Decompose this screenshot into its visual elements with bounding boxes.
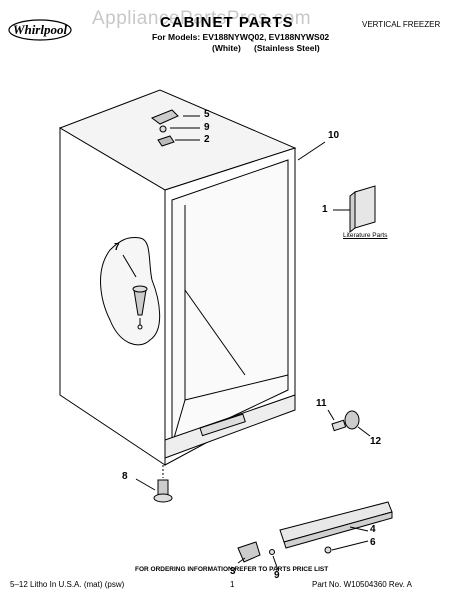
part-spacer: [331, 419, 347, 432]
color-white: (White): [212, 43, 241, 53]
callout-10: 10: [328, 130, 340, 141]
callout-3: 3: [230, 566, 236, 577]
grille-bracket: [237, 541, 261, 563]
callout-4: 4: [370, 524, 376, 535]
callout-9: 9: [204, 122, 210, 133]
hinge-pin: [157, 135, 175, 147]
hinge-screw: [159, 125, 167, 133]
order-note: FOR ORDERING INFORMATION REFER TO PARTS …: [135, 566, 329, 573]
literature-booklet: [354, 185, 376, 229]
whirlpool-logo: Whirlpool: [8, 18, 72, 47]
callout-9-bottom: 9: [274, 570, 280, 581]
callout-8: 8: [122, 471, 128, 482]
svg-text:Whirlpool: Whirlpool: [13, 22, 68, 37]
models-line: For Models: EV188NYWQ02, EV188NYWS02: [152, 32, 330, 42]
cabinet-opening: [171, 159, 289, 446]
callout-7: 7: [114, 242, 120, 253]
callout-5: 5: [204, 109, 210, 120]
footer-part-number: Part No. W10504360 Rev. A: [312, 580, 412, 589]
callout-6: 6: [370, 537, 376, 548]
product-type: VERTICAL FREEZER: [362, 20, 441, 29]
footer-page-number: 1: [230, 580, 235, 589]
watermark: AppliancePartsPros.com: [92, 8, 312, 29]
page-title: CABINET PARTS: [160, 14, 294, 31]
literature-label: Literature Parts: [343, 232, 388, 239]
callout-11: 11: [316, 398, 327, 409]
color-stainless: (Stainless Steel): [254, 43, 320, 53]
callout-1: 1: [322, 204, 328, 215]
callout-2: 2: [204, 134, 210, 145]
callout-12: 12: [370, 436, 382, 447]
footer-litho: 5–12 Litho In U.S.A. (mat) (psw): [10, 580, 125, 589]
hinge-cover: [150, 109, 179, 125]
detail-callout-shape: [100, 237, 161, 346]
part-cap: [344, 410, 360, 430]
